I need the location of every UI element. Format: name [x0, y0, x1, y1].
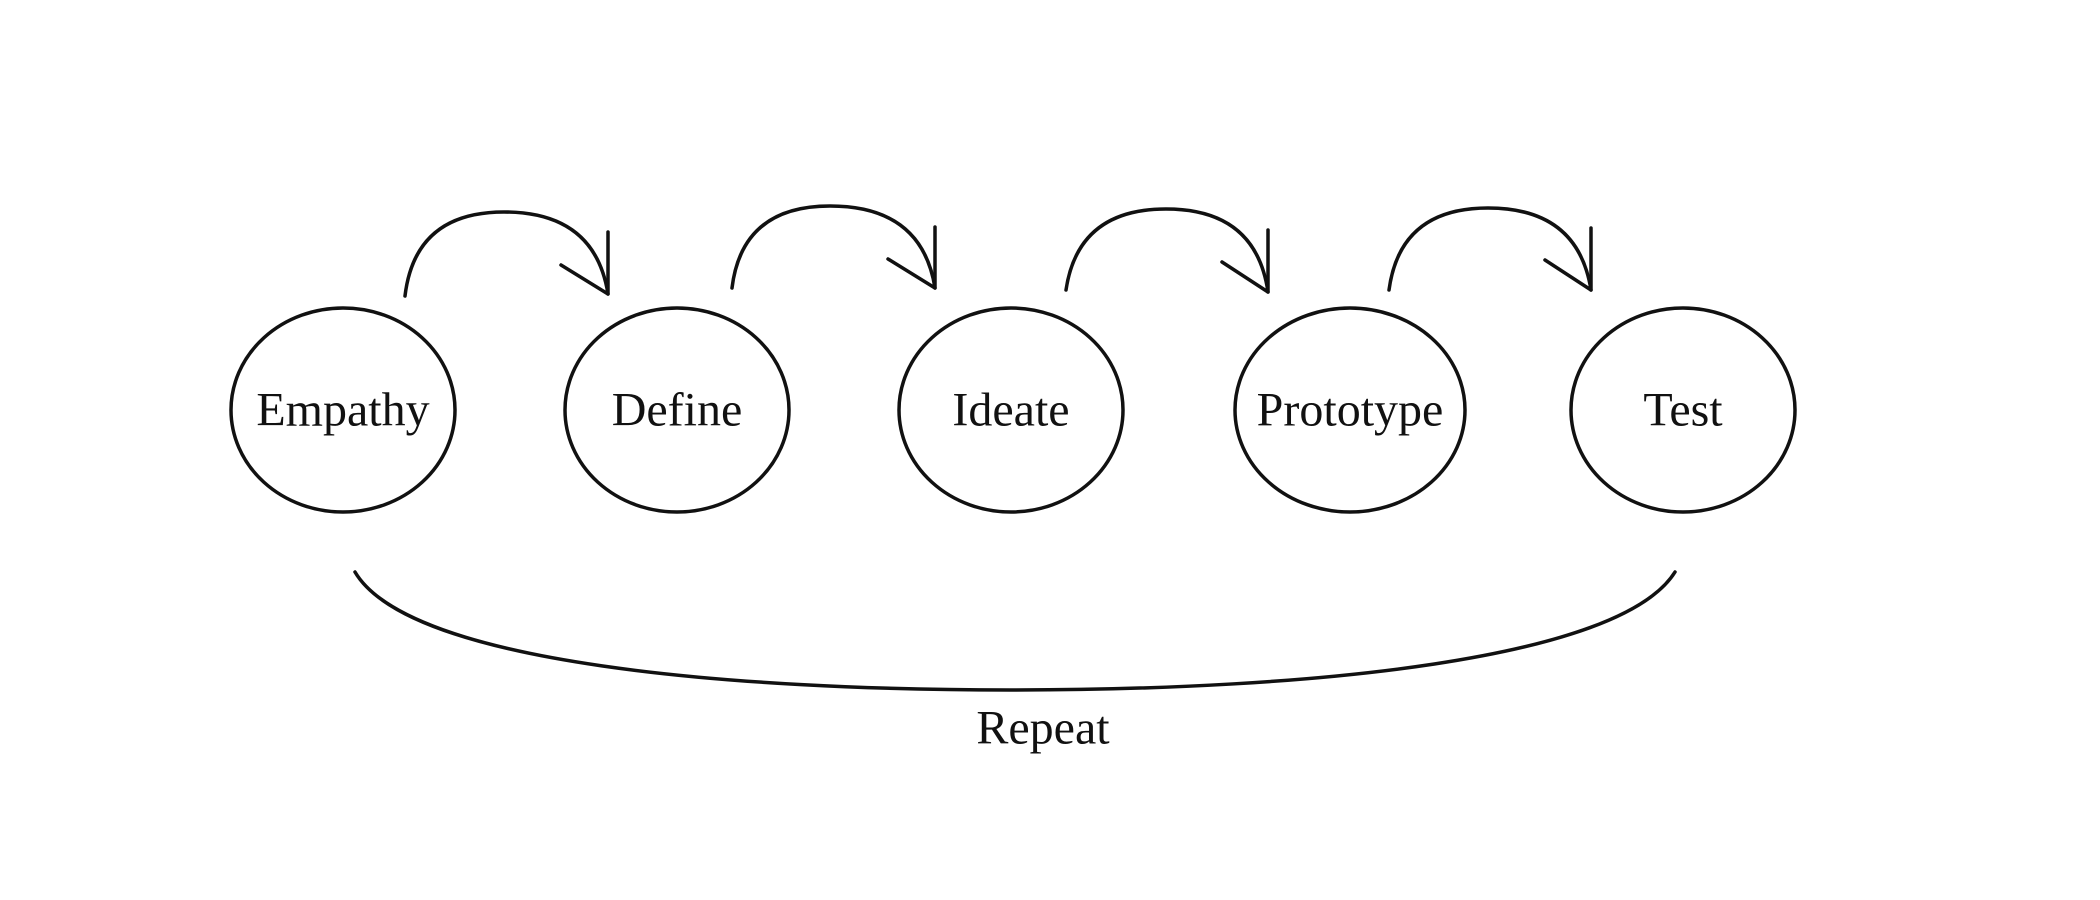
- arrow-head: [1220, 228, 1270, 294]
- stage-define-ellipse: [563, 306, 791, 514]
- stage-empathy-ellipse: [229, 306, 457, 514]
- stage-test-ellipse: [1569, 306, 1797, 514]
- arrow-curve: [1064, 207, 1270, 294]
- arrow-head: [559, 230, 610, 296]
- stage-empathy: Empathy: [229, 306, 457, 514]
- stage-prototype-label: Prototype: [1257, 384, 1444, 437]
- stage-ideate-label: Ideate: [952, 384, 1069, 437]
- repeat-arc: [353, 570, 1677, 692]
- stage-prototype-ellipse: [1233, 306, 1467, 514]
- stage-test-label: Test: [1643, 384, 1723, 437]
- arrow-head: [1543, 226, 1593, 292]
- stage-prototype: Prototype: [1233, 306, 1467, 514]
- flow-arrow-define-to-ideate: [730, 204, 937, 290]
- stage-ideate-ellipse: [897, 306, 1125, 514]
- arrow-curve: [1387, 206, 1593, 292]
- arrow-curve: [403, 210, 610, 298]
- stage-define-label: Define: [612, 384, 743, 437]
- arrow-curve: [730, 204, 937, 290]
- stage-define: Define: [563, 306, 791, 514]
- arrow-head: [886, 225, 937, 290]
- stage-ideate: Ideate: [897, 306, 1125, 514]
- stage-test: Test: [1569, 306, 1797, 514]
- flow-arrow-prototype-to-test: [1387, 206, 1593, 292]
- stage-empathy-label: Empathy: [256, 384, 429, 437]
- flow-arrow-ideate-to-prototype: [1064, 207, 1270, 294]
- flow-arrow-empathy-to-define: [403, 210, 610, 298]
- repeat-label: Repeat: [976, 702, 1110, 755]
